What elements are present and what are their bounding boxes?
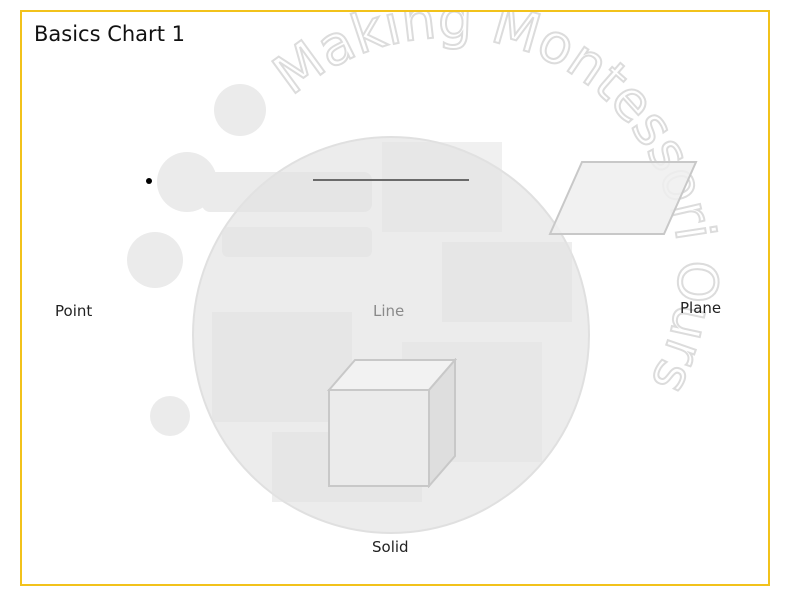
making-montessori-ours-logo-icon: Making Montessori Ours [127, 12, 731, 534]
chart-card: Making Montessori Ours Basics Chart 1 Po… [20, 10, 770, 586]
solid-label: Solid [372, 538, 409, 556]
cube-solid-icon [327, 358, 457, 488]
plane-label: Plane [680, 299, 722, 317]
point-label: Point [55, 302, 93, 320]
page-title: Basics Chart 1 [34, 22, 185, 46]
line-segment-icon [313, 179, 469, 181]
point-dot-icon [146, 178, 152, 184]
parallelogram-plane-icon [548, 161, 698, 235]
line-label: Line [373, 302, 405, 320]
